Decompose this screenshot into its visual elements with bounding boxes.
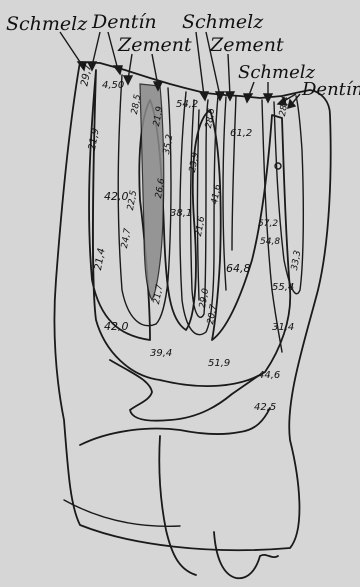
- label-zement-left: Zement: [117, 34, 192, 56]
- value-35-2: 35,2: [162, 133, 175, 155]
- label-dentin-left: Dentín: [91, 11, 157, 33]
- label-dentin-right: Dentín: [301, 79, 360, 100]
- value-21-9: 21,9: [152, 105, 165, 127]
- value-21-4: 21,4: [93, 247, 108, 271]
- value-24-7: 24,7: [120, 227, 133, 249]
- root-bottom-contour: [80, 408, 270, 445]
- value-38-1: 38,1: [170, 208, 192, 219]
- value-64-8: 64,8: [226, 262, 251, 275]
- value-51-9: 51,9: [208, 358, 230, 369]
- canal-3-right: [232, 96, 236, 250]
- value-21-7: 21,7: [152, 283, 165, 305]
- value-54-2: 54,2: [176, 99, 198, 110]
- value-28-4: 28,4: [278, 95, 291, 117]
- value-44-6: 44,6: [258, 370, 280, 381]
- value-23-9: 23,9: [188, 151, 201, 173]
- root-foot: [159, 436, 278, 578]
- value-39-4: 39,4: [150, 348, 172, 359]
- value-20-7: 20,7: [206, 303, 219, 325]
- label-schmelz-mid: Schmelz: [182, 11, 264, 33]
- value-54-8: 54,8: [260, 237, 280, 247]
- canal-2-innermost: [198, 110, 200, 300]
- pulp-dot: [275, 163, 281, 169]
- value-57-2: 57,2: [258, 219, 278, 229]
- value-22-5: 22,5: [126, 189, 139, 211]
- value-21-9b: 21,9: [87, 127, 102, 151]
- value-31-4: 31,4: [272, 322, 294, 333]
- value-4-50: 4,50: [102, 80, 124, 91]
- value-42-0b: 42,0: [104, 320, 129, 333]
- label-schmelz-left: Schmelz: [6, 13, 88, 35]
- label-zement-mid: Zement: [209, 34, 284, 56]
- value-42-5: 42,5: [254, 402, 276, 413]
- value-61-2: 61,2: [230, 128, 252, 139]
- value-26-6: 26,6: [154, 177, 167, 199]
- value-42-0: 42,0: [104, 190, 129, 203]
- value-55-4: 55,4: [272, 282, 294, 293]
